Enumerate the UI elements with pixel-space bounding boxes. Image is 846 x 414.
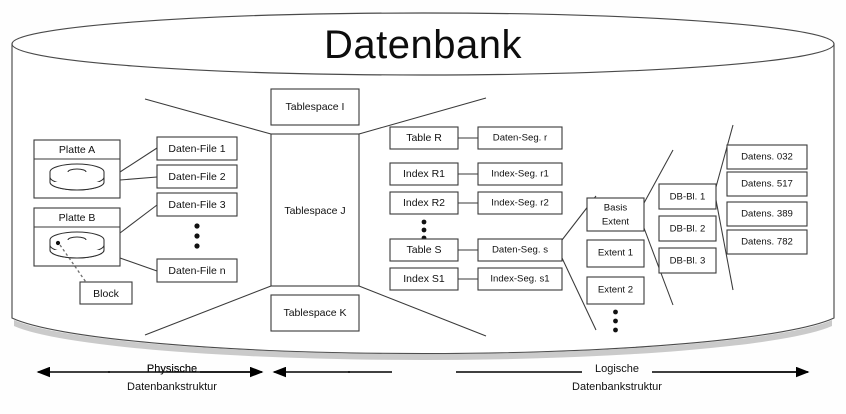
segment-label: Index-Seg. s1: [490, 274, 549, 285]
list-item[interactable]: Table R: [389, 126, 459, 150]
db-block-list: DB-Bl. 1 DB-Bl. 2 DB-Bl. 3: [658, 183, 717, 274]
extent-label: Extent 2: [598, 285, 633, 296]
tablespace-label: Tablespace K: [283, 307, 346, 319]
list-item[interactable]: Daten-Seg. r: [477, 126, 563, 150]
list-item[interactable]: Datens. 032: [726, 144, 808, 170]
record-label: Datens. 517: [741, 179, 793, 190]
record-label: Datens. 782: [741, 237, 793, 248]
list-item[interactable]: Extent 2: [586, 276, 645, 305]
record-label: Datens. 389: [741, 209, 793, 220]
segment-label: Index-Seg. r1: [491, 169, 549, 180]
tablespace-j[interactable]: Tablespace J: [270, 133, 360, 287]
disk-platte-a-label: Platte A: [59, 144, 95, 156]
data-file-label: Daten-File n: [168, 265, 225, 277]
list-item[interactable]: Datens. 517: [726, 171, 808, 197]
list-item[interactable]: Index-Seg. r1: [477, 162, 563, 186]
disk-platte-a[interactable]: Platte A: [33, 139, 121, 199]
logical-object-label: Index R2: [403, 197, 445, 209]
legend-mask: [392, 360, 456, 376]
data-file-list: Daten-File 1 Daten-File 2 Daten-File 3 D…: [156, 136, 238, 283]
list-item[interactable]: Extent 1: [586, 239, 645, 268]
disk-platte-b[interactable]: Platte B: [33, 207, 121, 267]
list-item[interactable]: Datens. 389: [726, 201, 808, 227]
list-item[interactable]: Daten-File 2: [156, 164, 238, 189]
extent-label-line2: Extent: [602, 217, 630, 228]
tablespace-label: Tablespace J: [284, 205, 345, 217]
segment-list: Daten-Seg. r Index-Seg. r1 Index-Seg. r2…: [477, 126, 563, 291]
legend-mask: [582, 360, 652, 376]
extent-label: Extent 1: [598, 248, 633, 259]
list-item[interactable]: DB-Bl. 3: [658, 247, 717, 274]
vertical-ellipsis: [194, 223, 200, 249]
page-title: Datenbank: [324, 23, 522, 67]
extent-basis[interactable]: Basis Extent: [586, 197, 645, 232]
list-item[interactable]: Daten-File 3: [156, 192, 238, 217]
list-item[interactable]: Daten-Seg. s: [477, 238, 563, 262]
list-item[interactable]: Daten-File n: [156, 258, 238, 283]
tablespace-k[interactable]: Tablespace K: [270, 294, 360, 332]
legend-physical: Physische Datenbankstruktur: [36, 363, 264, 393]
logical-object-list: Table R Index R1 Index R2 Table S Index …: [389, 126, 459, 291]
extent-list: Basis Extent Extent 1 Extent 2: [586, 197, 645, 333]
db-block-label: DB-Bl. 3: [670, 256, 706, 267]
db-block-label: DB-Bl. 1: [670, 192, 706, 203]
logical-object-label: Table R: [406, 132, 442, 144]
list-item[interactable]: Index R2: [389, 191, 459, 215]
data-file-label: Daten-File 1: [168, 143, 225, 155]
list-item[interactable]: Daten-File 1: [156, 136, 238, 161]
legend-physical-line1-top: Physische: [147, 363, 197, 375]
block-box[interactable]: Block: [79, 281, 133, 305]
legend-logical-line1-top: Logische: [595, 363, 639, 375]
disk-stack-icon: [49, 163, 105, 191]
list-item[interactable]: DB-Bl. 2: [658, 215, 717, 242]
list-item[interactable]: Index-Seg. s1: [477, 267, 563, 291]
tablespace-list: Tablespace I Tablespace J Tablespace K: [270, 88, 360, 332]
logical-object-label: Index S1: [403, 273, 445, 285]
object-segment-connectors: [458, 137, 478, 280]
vertical-ellipsis: [421, 219, 427, 241]
db-block-label: DB-Bl. 2: [670, 224, 706, 235]
vertical-ellipsis: [613, 309, 618, 333]
list-item[interactable]: Table S: [389, 238, 459, 262]
tablespace-i[interactable]: Tablespace I: [270, 88, 360, 126]
segment-label: Daten-Seg. s: [492, 245, 548, 256]
record-label: Datens. 032: [741, 152, 793, 163]
list-item[interactable]: Index S1: [389, 267, 459, 291]
tablespace-label: Tablespace I: [286, 101, 345, 113]
segment-label: Index-Seg. r2: [491, 198, 549, 209]
list-item[interactable]: Index R1: [389, 162, 459, 186]
logical-object-label: Table S: [406, 244, 441, 256]
disk-platte-b-label: Platte B: [59, 212, 96, 224]
legend-physical-line2: Datenbankstruktur: [127, 381, 217, 393]
list-item[interactable]: Datens. 782: [726, 229, 808, 255]
data-file-label: Daten-File 2: [168, 171, 225, 183]
legend-logical: Logische Datenbankstruktur: [272, 363, 810, 393]
logical-object-label: Index R1: [403, 168, 445, 180]
disk-stack-icon: [49, 231, 105, 259]
data-file-label: Daten-File 3: [168, 199, 225, 211]
list-item[interactable]: DB-Bl. 1: [658, 183, 717, 210]
legend-physical-line1: Physische: [147, 363, 197, 375]
disk-file-connectors: [119, 147, 158, 272]
legend-logical-line2: Datenbankstruktur: [572, 381, 662, 393]
segment-label: Daten-Seg. r: [493, 133, 548, 144]
list-item[interactable]: Index-Seg. r2: [477, 191, 563, 215]
record-list: Datens. 032 Datens. 517 Datens. 389 Date…: [726, 144, 808, 255]
block-label: Block: [93, 288, 119, 300]
extent-label-line1: Basis: [604, 203, 628, 214]
